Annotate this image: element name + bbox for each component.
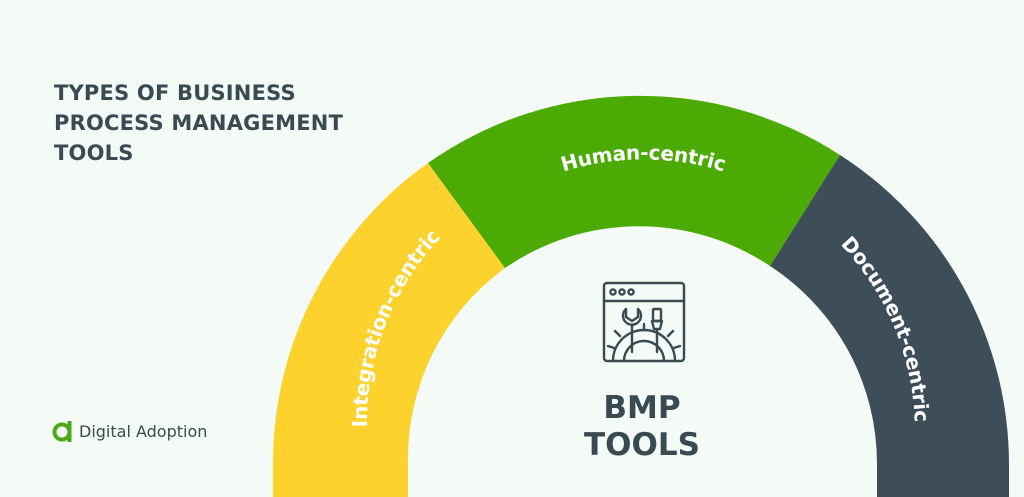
center-label-line-2: TOOLS: [584, 427, 700, 463]
page-title: TYPES OF BUSINESS PROCESS MANAGEMENT TOO…: [54, 78, 343, 168]
title-line: TOOLS: [54, 141, 134, 165]
browser-tools-gear-icon: [602, 281, 686, 363]
brand-name: Digital Adoption: [79, 421, 208, 441]
title-line: PROCESS MANAGEMENT: [54, 111, 344, 135]
title-line: TYPES OF BUSINESS: [54, 81, 296, 105]
segment-document-centric: [770, 155, 1009, 497]
brand: Digital Adoption: [52, 418, 207, 444]
digital-adoption-logo-icon: [52, 421, 72, 442]
segment-human-centric: [428, 95, 840, 268]
segment-integration-centric: [272, 163, 505, 497]
center-label-line-1: BMP: [603, 390, 680, 426]
